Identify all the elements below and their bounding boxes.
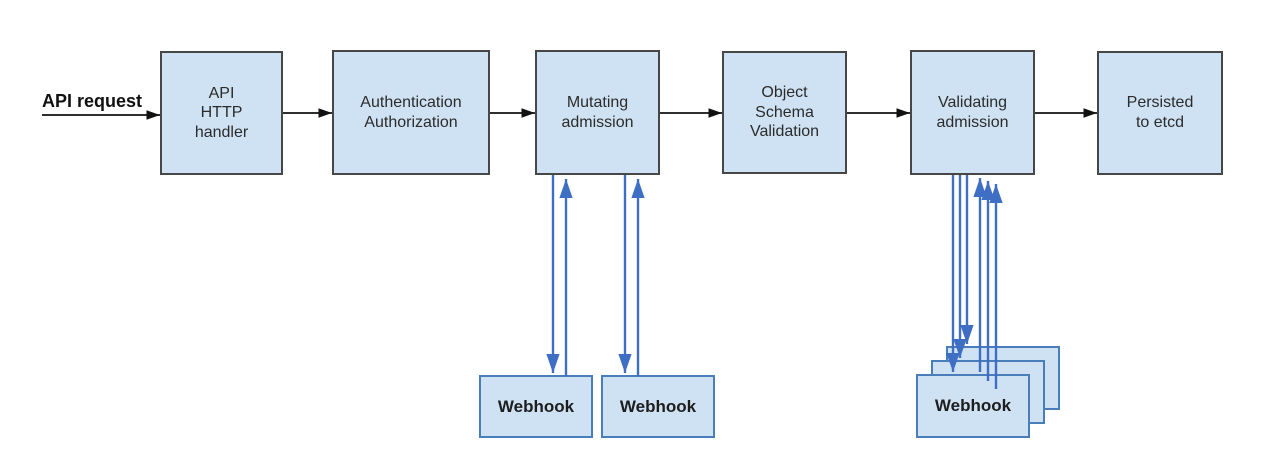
- webhook-label: Webhook: [497, 396, 575, 416]
- flow-box-label: Mutating admission: [561, 93, 634, 131]
- flow-box-api-http-handler: API HTTP handler: [160, 51, 283, 175]
- api-request-label: API request: [42, 91, 143, 111]
- webhook-label: Webhook: [934, 396, 1012, 415]
- flow-box-label: Authentication Authorization: [360, 93, 462, 131]
- flow-box-mutating-admission: Mutating admission: [535, 50, 660, 175]
- flow-box-validating-admission: Validating admission: [910, 50, 1035, 175]
- flow-box-authentication-authorization: Authentication Authorization: [332, 50, 490, 175]
- flow-box-label: Persisted to etcd: [1126, 94, 1194, 131]
- flow-box-label: Validating admission: [936, 93, 1009, 131]
- flow-box-object-schema-validation: Object Schema Validation: [722, 51, 847, 174]
- flow-box-label: Object Schema Validation: [749, 84, 820, 141]
- validating-webhook-box-front: Webhook: [916, 374, 1030, 438]
- mutating-webhook-box-2: Webhook: [601, 375, 715, 438]
- flow-box-label: API HTTP handler: [194, 84, 249, 141]
- flow-box-persisted-to-etcd: Persisted to etcd: [1097, 51, 1223, 175]
- mutating-webhook-box-1: Webhook: [479, 375, 593, 438]
- webhook-label: Webhook: [619, 396, 697, 416]
